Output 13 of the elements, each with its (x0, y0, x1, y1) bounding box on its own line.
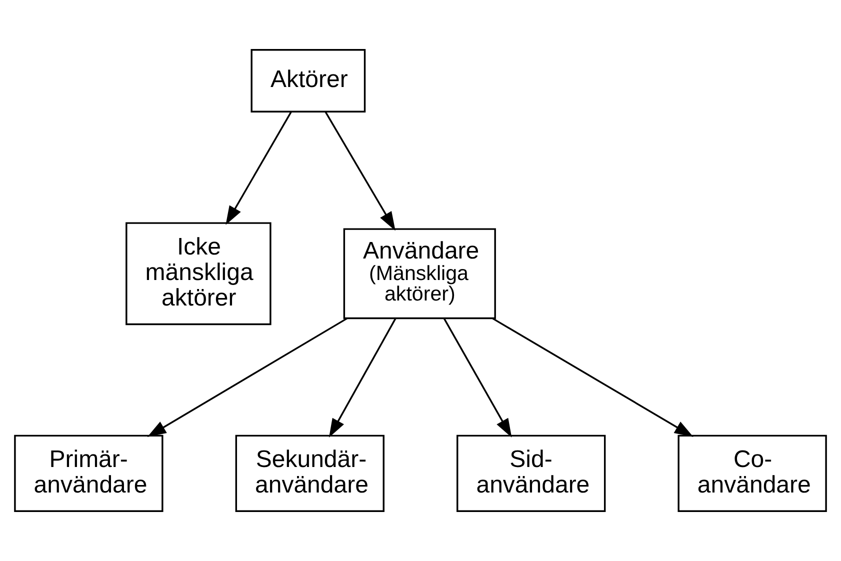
arrow (226, 112, 292, 225)
arrow (324, 112, 396, 231)
node-box: Icke mänskliga aktörer (126, 222, 272, 326)
node-box: Sekundär- användare (235, 434, 384, 512)
arrow (492, 318, 694, 437)
node-box: Co- användare (678, 434, 827, 512)
node-box: Sid- användare (456, 434, 606, 512)
node-box: Användare (Mänskliga aktörer) (343, 228, 496, 320)
node-box: Aktörer (250, 49, 366, 112)
arrow (147, 318, 348, 437)
arrow (443, 318, 512, 438)
arrow (328, 318, 396, 438)
node-box: Primär- användare (14, 434, 164, 512)
